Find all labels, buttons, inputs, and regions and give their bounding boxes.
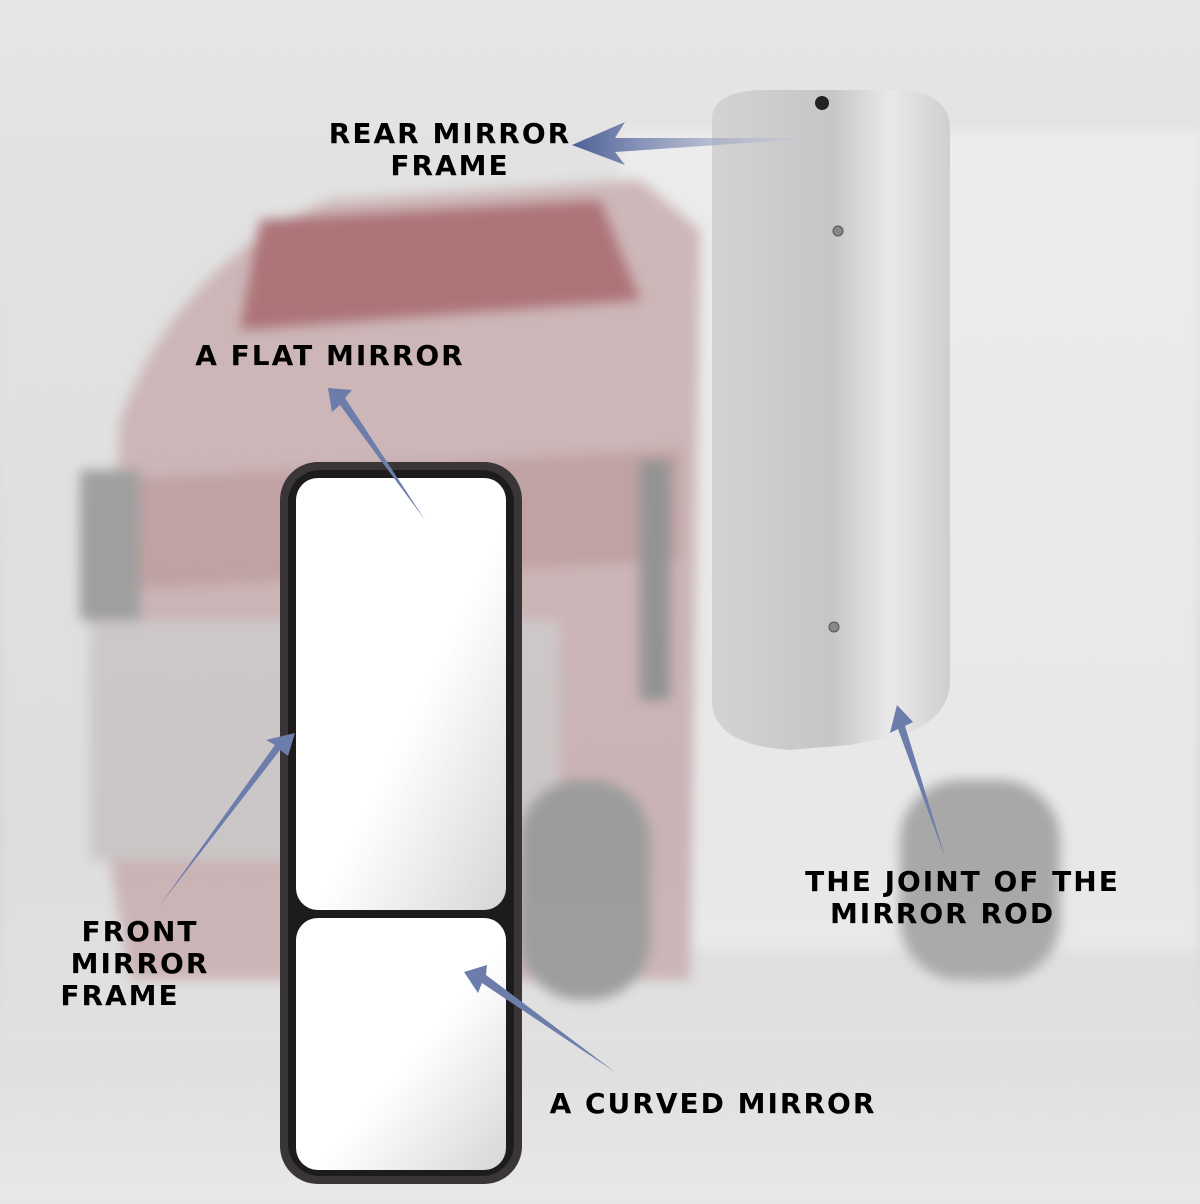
curved-mirror-glass [296, 918, 506, 1170]
label-flat-mirror: A FLAT MIRROR [190, 340, 470, 372]
label-line: FRONT MIRROR [70, 915, 210, 980]
arrow-rear-frame [572, 122, 820, 165]
label-line: REAR MIRROR [328, 117, 572, 150]
label-line: A CURVED MIRROR [549, 1087, 877, 1120]
arrows [160, 122, 946, 1072]
rear-mirror-frame [712, 90, 950, 750]
label-line: THE JOINT OF THE [805, 865, 1120, 898]
flat-mirror-glass [296, 478, 506, 910]
rear-mirror-screw-upper [832, 225, 844, 237]
label-line: FRAME [60, 979, 180, 1012]
label-line: MIRROR ROD [829, 897, 1056, 930]
label-line: FRAME [390, 149, 510, 182]
arrow-flat-mirror [328, 388, 425, 520]
arrow-front-frame [160, 733, 295, 905]
label-curved-mirror: A CURVED MIRROR [548, 1088, 878, 1120]
label-rear-mirror-frame: REAR MIRROR FRAME [320, 118, 580, 182]
rear-mirror-screw-lower [828, 621, 840, 633]
label-line: A FLAT MIRROR [195, 339, 465, 372]
arrow-rod-joint [890, 705, 946, 860]
label-front-mirror-frame: FRONT MIRROR FRAME [8, 916, 272, 1012]
rear-mirror-bolt-top [815, 96, 829, 110]
arrow-curved-mirror [464, 965, 615, 1072]
label-rod-joint: THE JOINT OF THE MIRROR ROD [800, 866, 1125, 930]
